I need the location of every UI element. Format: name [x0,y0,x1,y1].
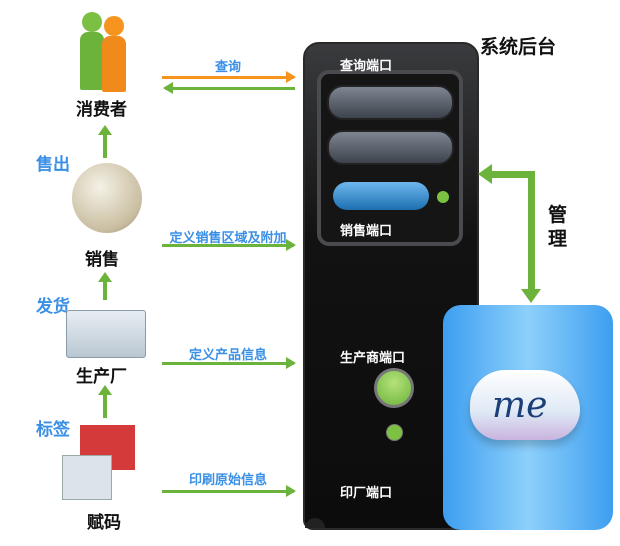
coding-label: 赋码 [87,513,121,533]
cloud-icon [470,370,580,440]
consumer-label: 消费者 [76,100,127,120]
printer-port-label: 印厂端口 [340,486,393,501]
cloud-logo: me [492,385,548,426]
sales-led [437,191,449,203]
label-step: 标签 [36,420,70,440]
query-response-arrow [163,82,295,94]
sales-label: 销售 [85,250,119,270]
ship-label: 发货 [36,297,70,317]
producer-led [374,368,414,408]
printer-led [386,424,403,441]
define-sales-arrow [162,239,296,251]
drive-bay-2 [327,130,454,165]
producer-port-label: 生产商端口 [340,351,406,366]
define-sales-flow-label: 定义销售区域及附加 [169,231,287,246]
manage-arrow-down-head [521,289,541,303]
query-port-label: 查询端口 [340,59,393,74]
manage-label: 管理 [548,204,568,250]
manage-arrow-down [528,171,535,291]
system-title: 系统后台 [480,36,557,58]
sales-drive [333,182,429,210]
manage-arrow [490,171,535,178]
query-flow-label: 查询 [214,60,241,75]
consumer-icon [80,12,130,92]
label-arrow [98,385,112,418]
define-product-arrow [162,357,296,369]
print-info-arrow [162,485,296,497]
server-foot [305,518,325,528]
factory-icon [66,310,146,358]
print-info-flow-label: 印刷原始信息 [188,473,267,488]
factory-label: 生产厂 [76,367,127,387]
globe-icon [72,163,142,233]
manage-arrow-head [478,164,492,184]
ship-arrow [98,272,112,300]
sell-arrow [98,125,112,158]
drive-bay-1 [327,85,454,120]
coding-building-icon [62,425,140,500]
query-request-arrow [162,71,296,83]
define-product-flow-label: 定义产品信息 [188,348,267,363]
sell-label: 售出 [36,155,70,175]
sales-port-label: 销售端口 [340,224,393,239]
